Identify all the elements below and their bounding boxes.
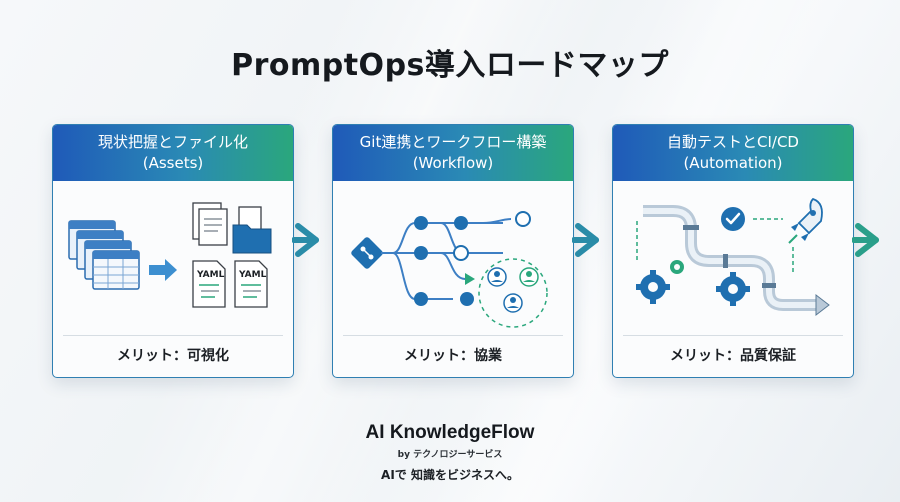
yaml-file-icon: YAML: [192, 260, 226, 308]
next-step-arrow-icon: [572, 223, 599, 257]
next-step-arrow-icon: [292, 223, 319, 257]
branch-lines: [381, 218, 512, 300]
merge-node: [453, 211, 531, 261]
pipeline-icon: [643, 205, 830, 317]
git-icon: [351, 237, 383, 269]
step-header: 現状把握とファイル化 (Assets): [53, 125, 293, 181]
step-subtitle: (Assets): [142, 154, 204, 172]
rocket-icon: [788, 197, 823, 244]
step-card-workflow: Git連携とワークフロー構築 (Workflow): [332, 124, 574, 378]
yaml-label: YAML: [238, 270, 267, 280]
step-card-assets: 現状把握とファイル化 (Assets): [52, 124, 294, 378]
page-title: PromptOps導入ロードマップ: [231, 48, 669, 83]
spreadsheet-icon: [68, 220, 140, 290]
next-step-arrow-icon: [852, 223, 879, 257]
step-benefit: メリット：協業: [343, 335, 563, 377]
commit-node: [414, 216, 474, 306]
team-icon: [478, 258, 548, 328]
step-illustration: YAML YAML: [53, 181, 293, 341]
step-benefit: メリット：可視化: [63, 335, 283, 377]
gear-icon: [670, 260, 684, 274]
step-title: Git連携とワークフロー構築: [359, 133, 547, 151]
step-header: 自動テストとCI/CD (Automation): [613, 125, 853, 181]
check-icon: [721, 207, 745, 231]
step-illustration: [613, 181, 853, 341]
yaml-file-icon: YAML: [234, 260, 268, 308]
merge-arrow-icon: [465, 273, 475, 285]
step-illustration: [333, 181, 573, 341]
step-title: 現状把握とファイル化: [97, 133, 248, 151]
step-subtitle: (Workflow): [412, 154, 494, 172]
yaml-label: YAML: [196, 270, 225, 280]
gear-icon: [716, 272, 750, 306]
gear-icon: [636, 270, 670, 304]
step-header: Git連携とワークフロー構築 (Workflow): [333, 125, 573, 181]
brand-company: by テクノロジーサービス: [397, 450, 503, 460]
step-subtitle: (Automation): [683, 154, 783, 172]
dashed-flow: [636, 218, 794, 275]
brand-name: AI KnowledgeFlow: [365, 422, 535, 443]
folder-icon: [232, 206, 272, 254]
brand-tagline: AIで 知識をビジネスへ。: [381, 468, 519, 482]
step-title: 自動テストとCI/CD: [667, 133, 799, 151]
documents-icon: [192, 202, 228, 246]
step-benefit: メリット：品質保証: [623, 335, 843, 377]
step-card-automation: 自動テストとCI/CD (Automation): [612, 124, 854, 378]
convert-arrow-icon: [149, 259, 177, 281]
